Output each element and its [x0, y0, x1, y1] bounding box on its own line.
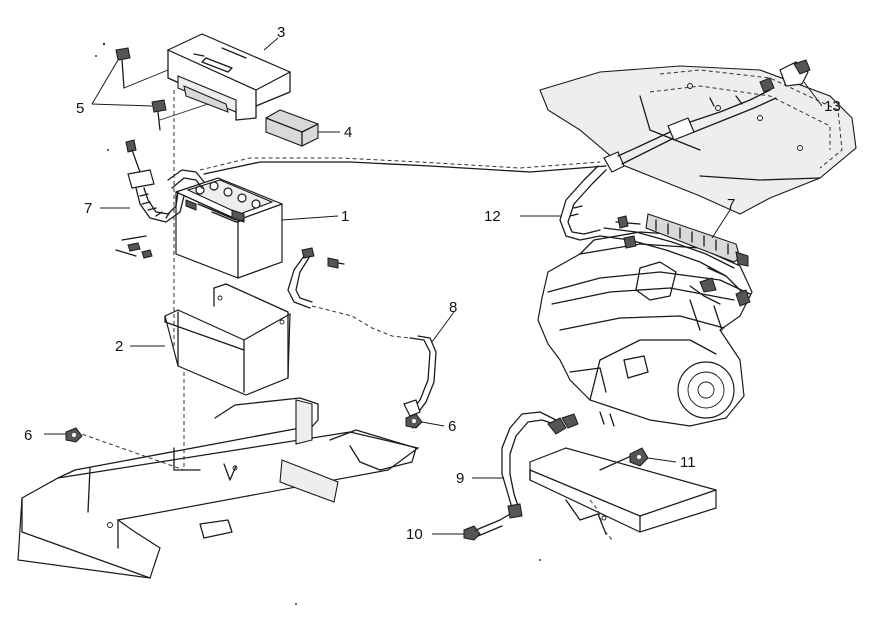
- nut-6-left: [65, 427, 83, 443]
- callout-4: 4: [344, 124, 352, 141]
- callout-1: 1: [341, 208, 349, 225]
- cover-bolts: [115, 47, 209, 131]
- callout-10: 10: [406, 526, 423, 543]
- nut-11: [629, 447, 649, 467]
- leader-lines: [44, 37, 823, 535]
- callout-2: 2: [115, 338, 123, 355]
- battery-tray: [164, 283, 291, 396]
- callout-3: 3: [277, 24, 285, 41]
- nut-6-right: [405, 413, 423, 429]
- callout-7-right: 7: [727, 196, 735, 213]
- battery-terminal-bolts: [115, 235, 153, 259]
- callout-5: 5: [76, 100, 84, 117]
- bolt-10: [463, 513, 511, 541]
- battery: [175, 177, 283, 279]
- callout-13: 13: [824, 98, 841, 115]
- callout-labels: 1 2 3 4 5 6 6 7 7 8 9 10 11 12 13: [24, 24, 841, 543]
- callout-8: 8: [449, 299, 457, 316]
- ground-cable-9: [501, 411, 579, 519]
- harness-7-right: [559, 165, 751, 307]
- frame-plate: [17, 397, 420, 579]
- callout-7-left: 7: [84, 200, 92, 217]
- engine-block: [537, 231, 753, 427]
- upper-frame-panel: [539, 65, 857, 215]
- callout-6-right: 6: [448, 418, 456, 435]
- callout-11: 11: [680, 454, 696, 471]
- engine-mount-bracket: [529, 447, 717, 541]
- callout-6-left: 6: [24, 427, 32, 444]
- ground-cable-8: [287, 247, 437, 417]
- starter-switch-harness: [603, 59, 811, 173]
- positive-cable-left: [125, 139, 205, 223]
- callout-9: 9: [456, 470, 464, 487]
- battery-cover: [166, 33, 292, 121]
- callout-12: 12: [484, 208, 501, 225]
- scan-noise: [95, 42, 541, 605]
- cushion-pad: [265, 109, 319, 147]
- main-harness-wire: [199, 157, 607, 175]
